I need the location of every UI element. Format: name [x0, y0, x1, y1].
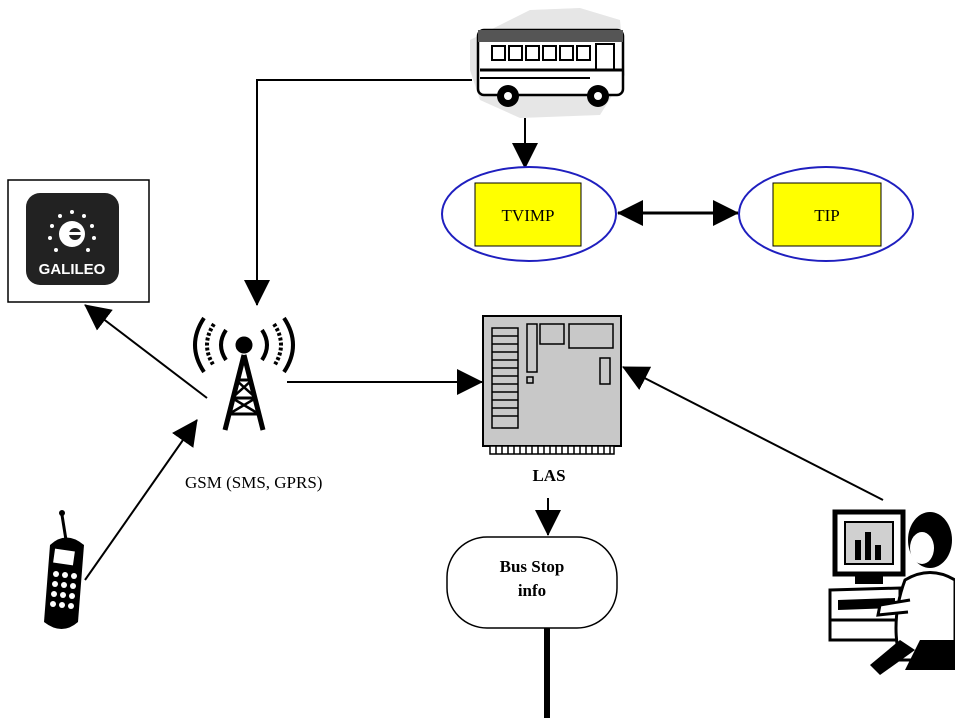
bus-icon	[470, 8, 625, 118]
bus-stop-info-line2: info	[518, 581, 546, 600]
tvimp-box[interactable]	[474, 182, 582, 247]
computer-operator-icon	[828, 509, 955, 675]
las-label: LAS	[532, 466, 565, 485]
server-icon	[482, 315, 622, 455]
gsm-label: GSM (SMS, GPRS)	[185, 473, 322, 492]
arrow-operator-to-las	[622, 366, 884, 501]
tvimp-label: TVIMP	[502, 206, 555, 225]
arrow-phone-to-gsm	[84, 419, 198, 581]
antenna-tower-icon	[193, 316, 295, 431]
mobile-phone-icon	[44, 510, 84, 629]
galileo-logo-text: GALILEO	[39, 261, 106, 278]
bus-stop-info-box[interactable]	[446, 536, 618, 629]
tip-box[interactable]	[772, 182, 882, 247]
tip-label: TIP	[814, 206, 840, 225]
arrow-bus-to-gsm	[244, 79, 472, 306]
bus-stop-info-line1: Bus Stop	[500, 557, 565, 576]
arrow-gsm-to-galileo	[84, 304, 208, 399]
galileo-logo-icon: GALILEO	[26, 193, 119, 285]
